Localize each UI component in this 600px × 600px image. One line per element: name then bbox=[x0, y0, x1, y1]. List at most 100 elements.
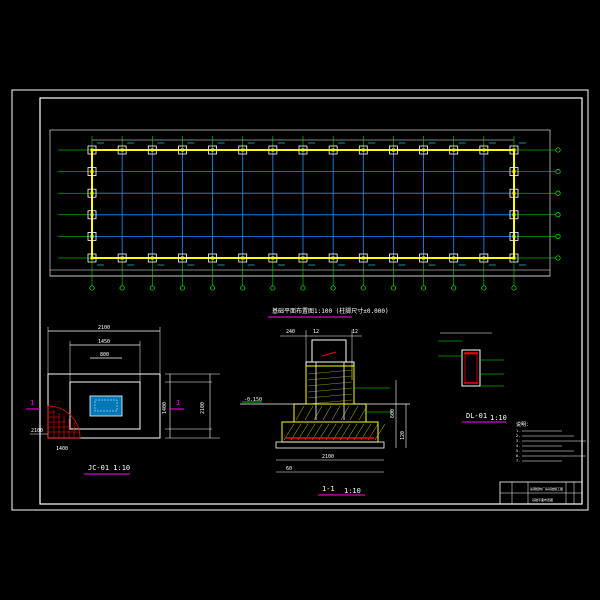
column-footing bbox=[298, 145, 308, 155]
column-footing bbox=[147, 253, 157, 263]
steel-column bbox=[241, 256, 245, 260]
steel-column bbox=[120, 148, 124, 152]
steel-column bbox=[452, 148, 456, 152]
column-footing bbox=[208, 145, 217, 155]
axis-bubble-bottom bbox=[300, 285, 306, 291]
s11-hatch-line bbox=[307, 369, 353, 375]
s11-hatch-line bbox=[322, 405, 332, 421]
column-footing bbox=[358, 253, 368, 263]
column-footing bbox=[178, 253, 187, 263]
s11-dim-60: 60 bbox=[286, 466, 292, 472]
column-footing bbox=[509, 253, 519, 263]
s11-hatch-line bbox=[307, 381, 353, 387]
jc01-rdim-text-2: 1400 bbox=[162, 402, 168, 414]
gable-steel-column bbox=[90, 213, 94, 217]
jc01-rdim-text-1: 2100 bbox=[200, 402, 206, 414]
s11-steel-column bbox=[311, 339, 347, 363]
gable-column-footing bbox=[87, 167, 97, 177]
steel-column bbox=[361, 148, 365, 152]
gable-column-footing bbox=[87, 188, 97, 198]
dl01-title-scale: 1:10 bbox=[490, 414, 507, 422]
axis-bubble-bottom bbox=[210, 285, 216, 291]
steel-column bbox=[271, 256, 275, 260]
gable-steel-column bbox=[90, 234, 94, 238]
s11-dim-12b: 12 bbox=[352, 329, 358, 335]
dl01-beam-section bbox=[461, 349, 481, 387]
steel-column bbox=[512, 148, 516, 152]
note-line-number: 2. bbox=[516, 434, 520, 438]
jc01-rebar-hatch bbox=[48, 410, 78, 438]
gable-steel-column bbox=[512, 191, 516, 195]
general-notes: 说明： 1.2.3.4.5.6.7. bbox=[516, 421, 586, 463]
title-block: 某钢结构厂房基础施工图 基础平面布置图 bbox=[499, 481, 583, 505]
steel-column bbox=[422, 256, 426, 260]
steel-column bbox=[422, 148, 426, 152]
jc01-ldim-text-1: 2100 bbox=[31, 428, 43, 434]
s11-hatch-line bbox=[307, 375, 353, 381]
note-line-number: 6. bbox=[516, 454, 520, 458]
column-footing bbox=[328, 253, 338, 263]
steel-column bbox=[271, 148, 275, 152]
axis-bubble-right bbox=[555, 233, 561, 239]
axis-bubble-right bbox=[555, 190, 561, 196]
steel-column bbox=[482, 148, 486, 152]
steel-column bbox=[211, 256, 215, 260]
column-footing bbox=[479, 253, 489, 263]
column-footing bbox=[238, 145, 248, 155]
dl01-title: DL-01 bbox=[466, 412, 487, 420]
column-footing bbox=[87, 253, 97, 263]
note-line-number: 5. bbox=[516, 449, 520, 453]
axis-bubble-bottom bbox=[270, 285, 276, 291]
s11-hatch-line bbox=[349, 405, 359, 421]
jc01-pedestal-inner bbox=[94, 399, 118, 412]
axis-bubble-bottom bbox=[240, 285, 246, 291]
section-1-1-detail: 240 12 12 -0.150 bbox=[240, 329, 410, 496]
foundation-plan bbox=[49, 129, 561, 291]
note-line-number: 3. bbox=[516, 439, 520, 443]
jc01-detail: 2100 1450 800 2100 1400 2100 1400 bbox=[26, 325, 220, 475]
steel-column bbox=[180, 148, 184, 152]
s11-hatch-line bbox=[307, 393, 353, 399]
gable-column-footing bbox=[509, 231, 519, 241]
title-block-drawing-name: 基础平面布置图 bbox=[532, 497, 553, 502]
axis-bubble-bottom bbox=[179, 285, 185, 291]
s11-cushion bbox=[275, 441, 385, 449]
gable-steel-column bbox=[512, 234, 516, 238]
gable-steel-column bbox=[90, 191, 94, 195]
column-footing bbox=[479, 145, 489, 155]
s11-hatch-line bbox=[340, 405, 350, 421]
s11-hatch-line bbox=[358, 405, 368, 421]
column-footing bbox=[117, 145, 127, 155]
s11-title-scale: 1:10 bbox=[344, 487, 361, 495]
jc01-rebar-quadrant bbox=[47, 405, 81, 439]
column-footing bbox=[509, 145, 519, 155]
inner-frame bbox=[39, 97, 583, 505]
steel-column bbox=[331, 256, 335, 260]
axis-bubble-bottom bbox=[421, 285, 427, 291]
s11-level: -0.150 bbox=[244, 397, 262, 403]
column-footing bbox=[328, 145, 338, 155]
steel-column bbox=[301, 256, 305, 260]
jc01-ldim-text-2: 1400 bbox=[56, 446, 68, 452]
gable-column-footing bbox=[509, 210, 519, 220]
s11-hatch-line bbox=[313, 405, 323, 421]
gable-steel-column bbox=[90, 170, 94, 174]
axis-bubble-bottom bbox=[511, 285, 517, 291]
axis-bubble-bottom bbox=[451, 285, 457, 291]
steel-column bbox=[120, 256, 124, 260]
axis-bubble-bottom bbox=[481, 285, 487, 291]
s11-pedestal bbox=[305, 365, 355, 405]
axis-bubble-right bbox=[555, 147, 561, 153]
steel-column bbox=[452, 256, 456, 260]
column-footing bbox=[147, 145, 157, 155]
column-footing bbox=[298, 253, 308, 263]
jc01-dim-text-3: 800 bbox=[100, 352, 109, 358]
plan-title: 基础平面布置图1:100 (柱脚尺寸±0.000) bbox=[272, 307, 389, 315]
steel-column bbox=[361, 256, 365, 260]
s11-dim-2100: 2100 bbox=[322, 454, 334, 460]
s11-base-plate bbox=[305, 361, 355, 367]
s11-dim-120: 120 bbox=[400, 431, 406, 440]
column-footing bbox=[87, 145, 97, 155]
